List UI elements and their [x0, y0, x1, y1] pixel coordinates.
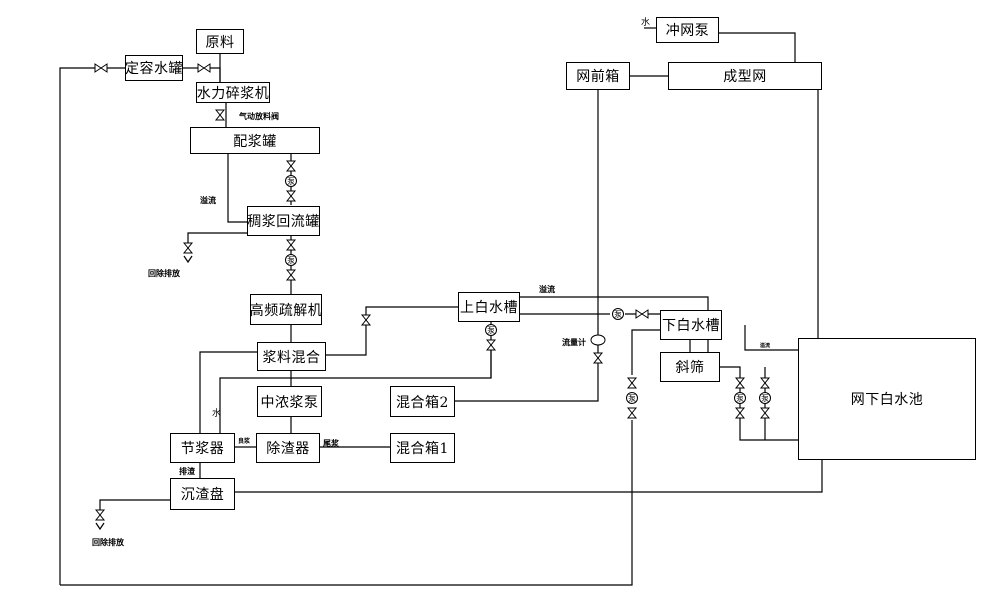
mixing-tank-box: 配浆罐 [190, 127, 320, 154]
water-label-top: 水 [641, 18, 651, 28]
overflow-label-right: 溢流 [539, 284, 555, 294]
water-label-left: 水 [212, 409, 222, 419]
fixed-volume-tank-box: 定容水罐 [125, 55, 183, 81]
recycle-discharge-top-label: 回除排放 [148, 268, 180, 278]
flow-meter-symbol [590, 334, 606, 346]
flow-lines [59, 27, 823, 586]
flow-meter-label: 流量计 [562, 337, 586, 347]
tailings-label: 尾浆 [323, 438, 339, 448]
hydrapulper-box: 水力碎浆机 [196, 82, 270, 103]
mixbox2-box: 混合箱2 [390, 386, 455, 417]
deflaker-box: 高频疏解机 [250, 294, 322, 325]
overflow-label-left: 溢流 [200, 195, 216, 205]
slag-discharge-label: 排渣 [179, 466, 195, 476]
valve-symbols [94, 63, 771, 531]
recycle-discharge-bottom-label: 回除排放 [92, 537, 124, 547]
desander-box: 除渣器 [256, 433, 320, 463]
raw-material-box: 原料 [196, 29, 244, 54]
sediment-tray-box: 沉渣盘 [170, 478, 235, 510]
mixbox1-box: 混合箱1 [390, 433, 455, 463]
good-stock-label: 良浆 [238, 438, 251, 445]
forming-wire-box: 成型网 [668, 62, 822, 90]
whitewater-pool-box: 网下白水池 [798, 338, 976, 460]
upper-whitewater-box: 上白水槽 [458, 292, 520, 322]
pool-inlet-label: 溢流 [760, 343, 771, 349]
wire-wash-pump-box: 冲网泵 [656, 17, 719, 43]
headbox-box: 网前箱 [566, 62, 630, 90]
stock-saver-box: 节浆器 [170, 433, 235, 463]
pneumatic-valve-label: 气动放料阀 [239, 111, 279, 121]
thick-stock-tank-box: 稠浆回流罐 [247, 206, 320, 236]
stock-mixing-box: 浆料混合 [257, 342, 326, 371]
lower-whitewater-box: 下白水槽 [660, 310, 722, 340]
medium-pump-box: 中浓浆泵 [257, 386, 322, 417]
inclined-screen-box: 斜筛 [660, 352, 720, 382]
